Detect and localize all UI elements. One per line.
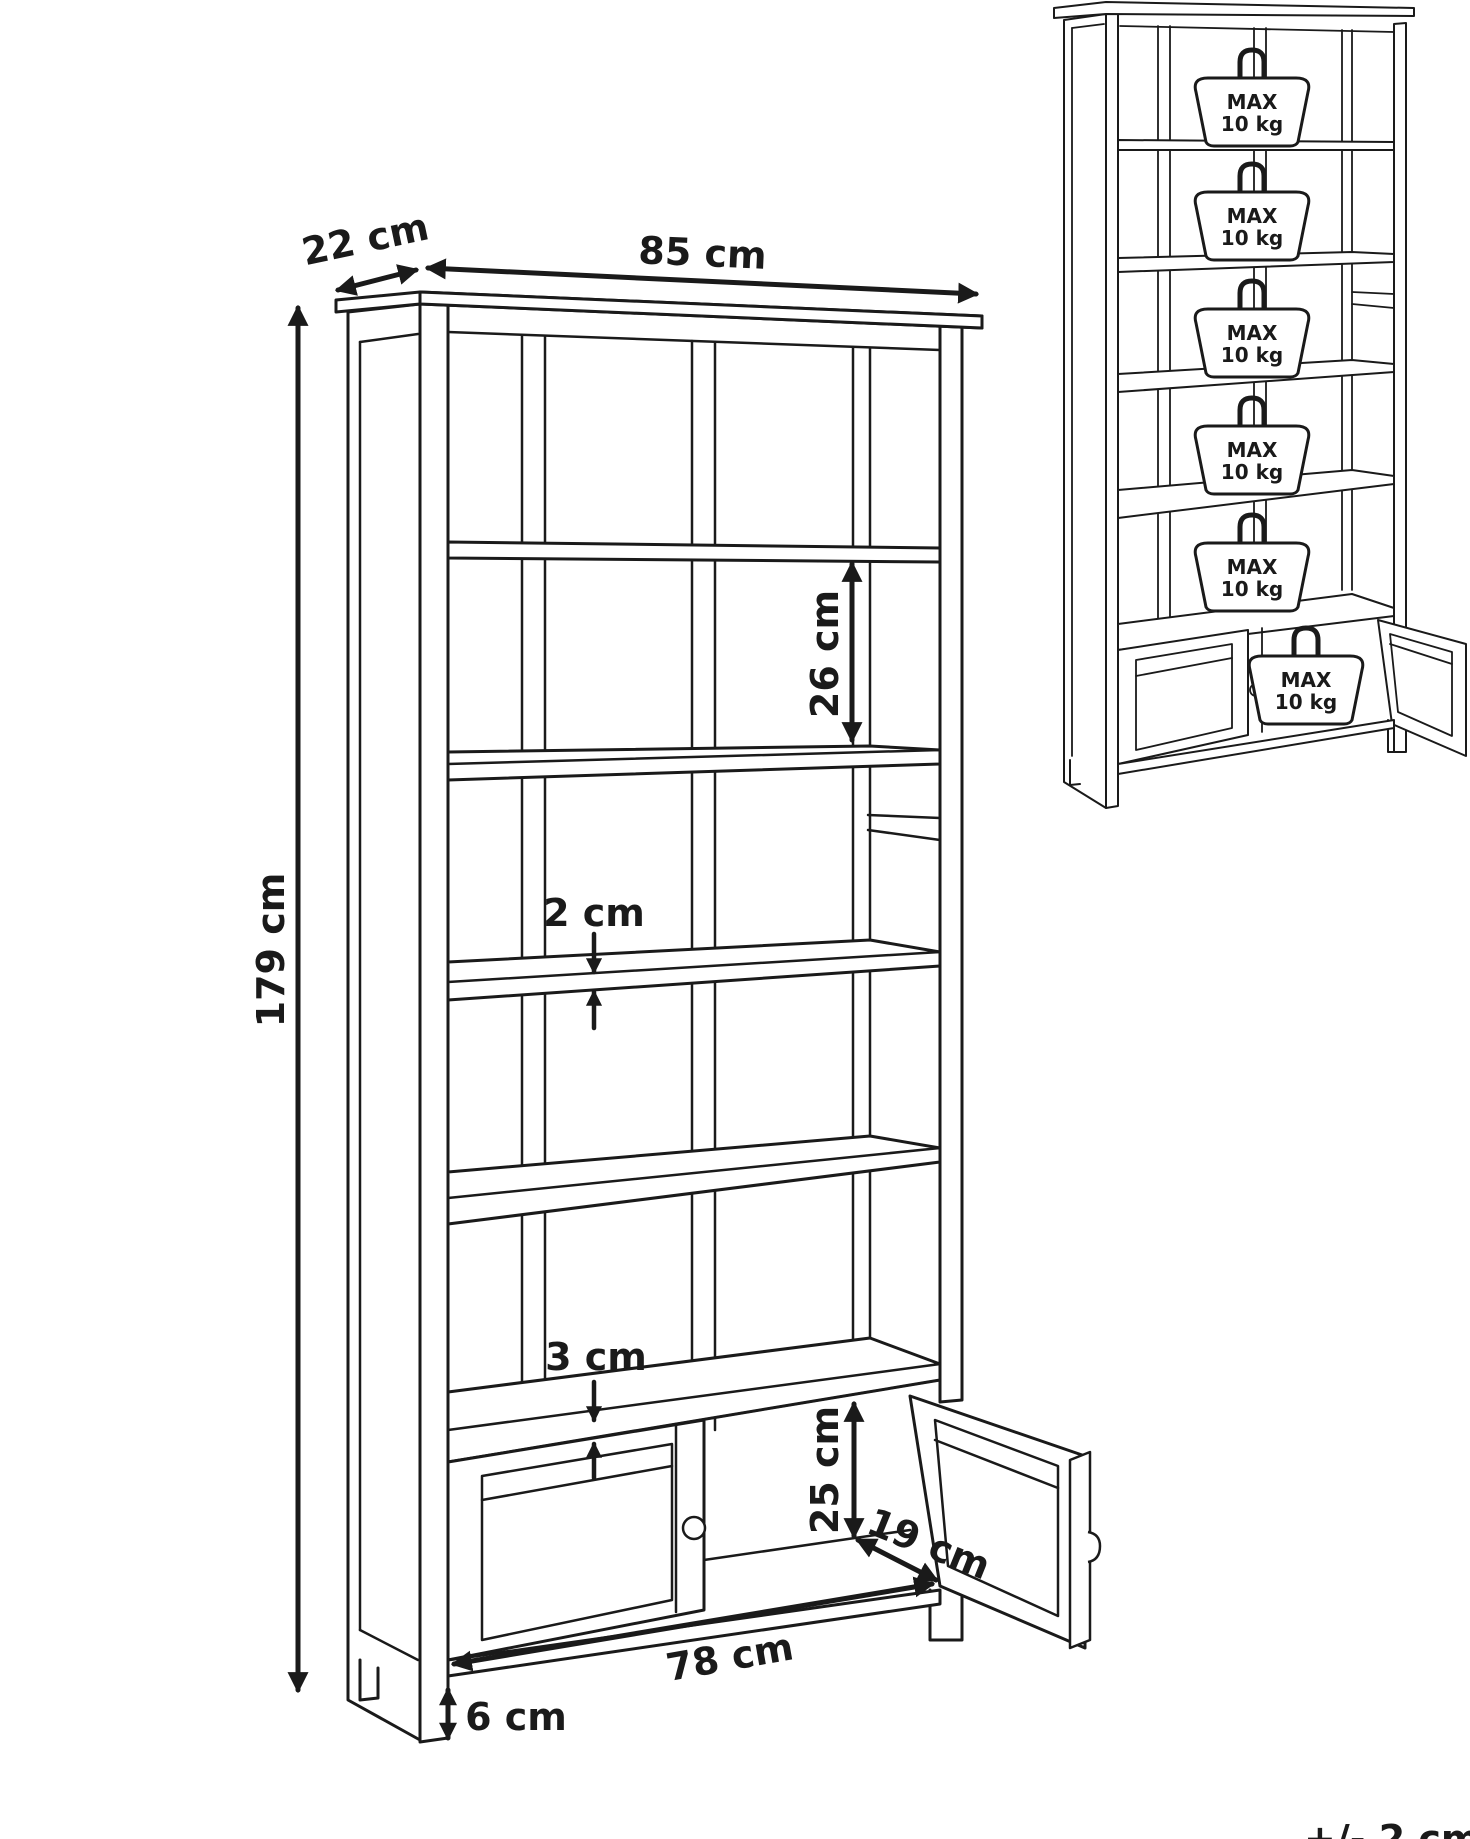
weight-badge-max: MAX <box>1227 438 1278 462</box>
width-label: 85 cm <box>638 228 768 278</box>
shelf-thickness-label: 2 cm <box>543 891 645 935</box>
weight-badge: MAX 10 kg <box>1193 512 1311 613</box>
weight-badge: MAX 10 kg <box>1193 161 1311 262</box>
weight-badge-value: 10 kg <box>1221 112 1283 136</box>
weight-badge: MAX 10 kg <box>1247 625 1365 726</box>
weight-badges: MAX 10 kg MAX 10 kg MAX 10 kg MAX 10 kg … <box>1193 47 1365 726</box>
weight-badge-max: MAX <box>1227 555 1278 579</box>
weight-badge-max: MAX <box>1227 321 1278 345</box>
weight-badge-value: 10 kg <box>1221 343 1283 367</box>
weight-badge-max: MAX <box>1227 90 1278 114</box>
weight-badge-value: 10 kg <box>1221 460 1283 484</box>
weight-badge: MAX 10 kg <box>1193 47 1311 148</box>
dimension-lines <box>287 258 980 1741</box>
base-shelf-thickness-label: 3 cm <box>545 1335 647 1379</box>
leg-height-label: 6 cm <box>465 1695 567 1739</box>
height-label: 179 cm <box>249 873 293 1028</box>
weight-badge: MAX 10 kg <box>1193 278 1311 379</box>
main-bookcase <box>334 290 1102 1744</box>
weight-badge: MAX 10 kg <box>1193 395 1311 496</box>
weight-badge-value: 10 kg <box>1275 690 1337 714</box>
weight-badge-value: 10 kg <box>1221 577 1283 601</box>
weight-badge-max: MAX <box>1281 668 1332 692</box>
back-slats <box>520 334 872 1462</box>
tolerance-note: +/- 2 cm <box>1304 1817 1470 1839</box>
shelf-gap-label: 26 cm <box>803 590 847 718</box>
cabinet-height-label: 25 cm <box>803 1406 847 1534</box>
shelves <box>446 540 942 1464</box>
depth-label: 22 cm <box>298 204 433 274</box>
weight-badge-value: 10 kg <box>1221 226 1283 250</box>
weight-badge-max: MAX <box>1227 204 1278 228</box>
